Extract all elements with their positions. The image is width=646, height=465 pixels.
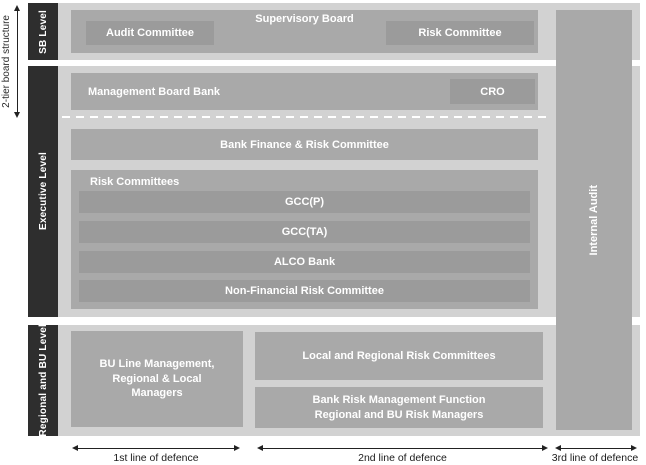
arrow-line [262, 448, 543, 449]
level-bar-executive: Executive Level [28, 66, 58, 317]
arrow-line [17, 9, 18, 114]
arrow-down-icon [14, 112, 20, 118]
committee-row-non-financial-risk-label: Non-Financial Risk Committee [225, 285, 384, 297]
local-regional-risk-committees-label: Local and Regional Risk Committees [302, 350, 496, 362]
audit-committee-box: Audit Committee [86, 21, 214, 45]
arrow-up-icon [14, 5, 20, 11]
tier-axis-arrow [13, 5, 22, 118]
committee-row-alco-bank: ALCO Bank [79, 251, 530, 273]
level-label-executive: Executive Level [37, 152, 49, 231]
arrow-right-icon [542, 445, 548, 451]
third-line-of-defence-label: 3rd line of defence [551, 452, 639, 464]
committee-row-non-financial-risk: Non-Financial Risk Committee [79, 280, 530, 302]
risk-committees-group-label: Risk Committees [90, 176, 180, 188]
bank-risk-management-function-label: Bank Risk Management Function Regional a… [312, 393, 486, 421]
cro-label: CRO [480, 85, 505, 98]
internal-audit-box: Internal Audit [556, 10, 632, 430]
risk-committee-label: Risk Committee [418, 27, 502, 39]
second-line-of-defence-label: 2nd line of defence [358, 452, 447, 464]
supervisory-board-box: Supervisory Board Audit Committee Risk C… [71, 10, 538, 53]
level-label-regional-bu: Regional and BU Level [37, 324, 49, 437]
level-bar-sb: SB Level [28, 3, 58, 60]
tier-divider-dashed-line [62, 116, 548, 118]
third-line-of-defence-arrow [555, 445, 637, 452]
audit-committee-label: Audit Committee [106, 27, 194, 39]
committee-row-gccp: GCC(P) [79, 191, 530, 213]
management-board-label: Management Board Bank [88, 85, 221, 98]
arrow-left-icon [257, 445, 263, 451]
committee-row-gccta: GCC(TA) [79, 221, 530, 243]
second-line-of-defence-arrow [257, 445, 548, 452]
panel-executive-level: Management Board Bank CRO Bank Finance &… [58, 66, 640, 317]
first-line-of-defence-label: 1st line of defence [113, 452, 199, 464]
arrow-right-icon [234, 445, 240, 451]
arrow-line [77, 448, 235, 449]
cro-box: CRO [450, 79, 535, 104]
bank-finance-risk-committee-label: Bank Finance & Risk Committee [220, 138, 389, 151]
tier-axis-label-wrap: 2-tier board structure [0, 4, 14, 118]
local-regional-risk-committees-box: Local and Regional Risk Committees [255, 332, 543, 380]
level-label-sb: SB Level [37, 9, 49, 54]
bank-risk-management-function-box: Bank Risk Management Function Regional a… [255, 387, 543, 428]
arrow-right-icon [631, 445, 637, 451]
committee-row-alco-bank-label: ALCO Bank [273, 256, 336, 268]
supervisory-board-title: Supervisory Board [255, 13, 354, 25]
level-bar-regional-bu: Regional and BU Level [28, 324, 58, 437]
internal-audit-label: Internal Audit [588, 184, 600, 256]
first-line-of-defence-arrow [72, 445, 240, 452]
bu-line-management-box: BU Line Management, Regional & Local Man… [71, 331, 243, 427]
committee-row-gccta-label: GCC(TA) [281, 226, 328, 238]
management-board-label-wrap: Management Board Bank [88, 73, 220, 110]
bu-line-management-label: BU Line Management, Regional & Local Man… [99, 357, 215, 400]
panel-sb-level: Supervisory Board Audit Committee Risk C… [58, 3, 640, 60]
arrow-left-icon [72, 445, 78, 451]
arrow-left-icon [555, 445, 561, 451]
panel-regional-bu-level: BU Line Management, Regional & Local Man… [58, 325, 640, 436]
tier-axis-label: 2-tier board structure [0, 14, 12, 108]
management-board-box: Management Board Bank CRO [71, 73, 538, 110]
bank-finance-risk-committee-box: Bank Finance & Risk Committee [71, 129, 538, 160]
arrow-line [560, 448, 632, 449]
risk-committees-group: Risk Committees GCC(P) GCC(TA) ALCO Bank… [71, 170, 538, 309]
risk-committee-box: Risk Committee [386, 21, 534, 45]
committee-row-gccp-label: GCC(P) [284, 196, 325, 208]
